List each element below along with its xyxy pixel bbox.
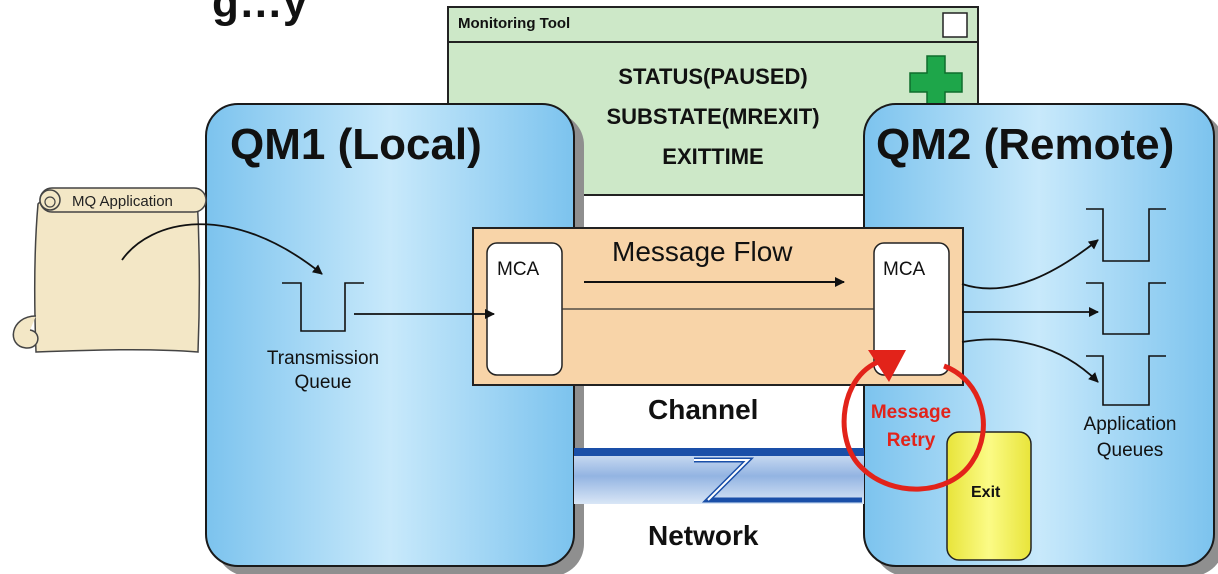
application-queues-label-1: Application: [1083, 414, 1177, 435]
transmission-queue-label-1: Transmission: [266, 348, 380, 369]
plus-icon: [909, 55, 963, 111]
mca-right-label: MCA: [883, 259, 926, 280]
message-retry-loop: [841, 357, 986, 492]
application-queues-label-2: Queues: [1096, 440, 1164, 461]
mq-application-scroll: [12, 187, 207, 353]
message-flow-label: Message Flow: [612, 236, 793, 267]
message-retry-label-1: Message: [870, 402, 952, 423]
exit-label: Exit: [971, 484, 1001, 501]
app-queue-1: [1086, 208, 1166, 262]
mca-left-label: MCA: [497, 259, 540, 280]
app-queue-3: [1086, 355, 1166, 406]
network-label: Network: [648, 520, 759, 551]
qm2-title: QM2 (Remote): [876, 120, 1175, 169]
monitor-exittime-line: EXITTIME: [662, 144, 764, 169]
page-title-fragment: g…y: [212, 0, 308, 27]
transmission-queue-label-2: Queue: [294, 372, 352, 393]
monitor-substate-line: SUBSTATE(MREXIT): [606, 104, 820, 129]
network-link: [574, 448, 864, 504]
channel-label: Channel: [648, 394, 759, 425]
mq-application-label: MQ Application: [72, 193, 173, 210]
message-retry-label-2: Retry: [886, 430, 936, 451]
app-queue-2: [1086, 282, 1166, 335]
qm1-title: QM1 (Local): [230, 120, 482, 169]
monitoring-tool-title: Monitoring Tool: [458, 15, 571, 32]
monitor-status-line: STATUS(PAUSED): [618, 64, 808, 89]
transmission-queue-symbol: [282, 282, 364, 332]
window-maximize-button[interactable]: [929, 13, 969, 39]
